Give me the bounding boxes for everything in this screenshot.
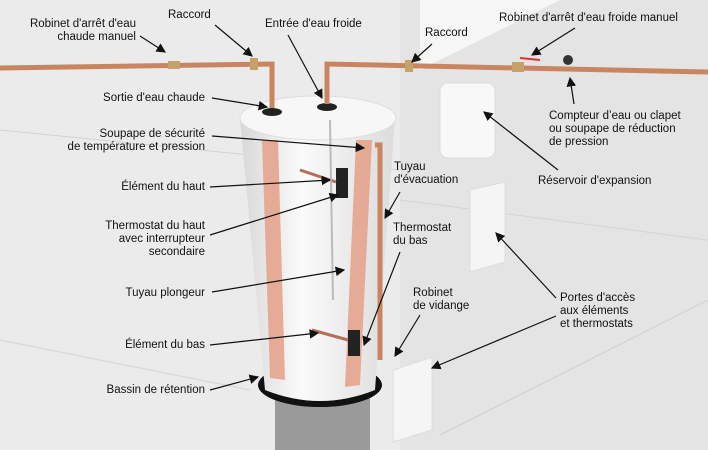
label-drain-pan: Bassin de rétention <box>106 384 205 396</box>
label-lower-thermostat: Thermostat du bas <box>393 222 452 247</box>
label-lower-element: Élément du bas <box>125 339 205 351</box>
label-expansion-tank: Réservoir d'expansion <box>538 175 652 187</box>
label-cold-inlet: Entrée d'eau froide <box>265 18 362 30</box>
label-upper-element: Élément du haut <box>121 181 205 193</box>
ceiling-light <box>420 0 560 70</box>
label-coupling-left: Raccord <box>168 9 211 21</box>
label-upper-thermostat: Thermostat du haut avec interrupteur sec… <box>105 220 205 258</box>
label-meter: Compteur d’eau ou clapet ou soupape de r… <box>549 110 681 148</box>
label-dip-tube: Tuyau plongeur <box>125 287 206 299</box>
label-coupling-right: Raccord <box>425 27 468 39</box>
label-cold-shutoff: Robinet d'arrêt d'eau froide manuel <box>499 12 678 24</box>
upper-access-door <box>469 181 506 273</box>
label-hot-outlet: Sortie d'eau chaude <box>103 92 205 104</box>
copper-pipes <box>0 61 708 360</box>
expansion-tank-shape <box>439 82 496 159</box>
leader-arrows <box>139 24 577 391</box>
label-discharge-pipe: Tuyau d'évacuation <box>394 161 459 186</box>
label-relief-valve: Soupape de sécurité de température et pr… <box>67 128 205 153</box>
lower-access-door <box>392 356 433 443</box>
label-hot-shutoff: Robinet d'arrêt d'eau chaude manuel <box>29 18 136 43</box>
label-access-doors: Portes d'accès aux éléments et thermosta… <box>560 292 636 330</box>
label-drain-valve: Robinet de vidange <box>413 287 470 312</box>
